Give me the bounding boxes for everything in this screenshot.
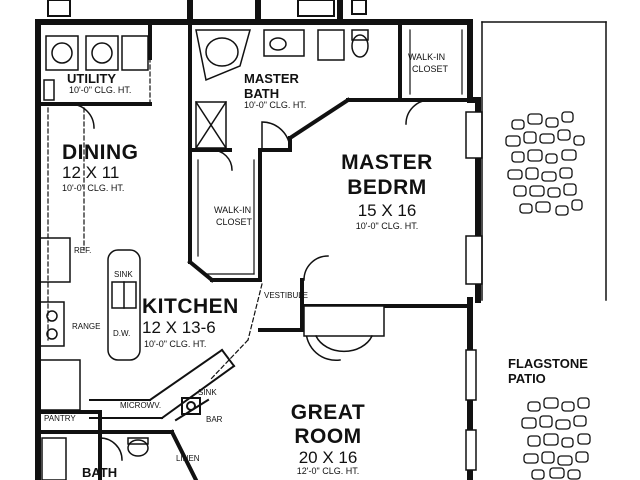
windows xyxy=(303,111,483,471)
linen-label: LINEN xyxy=(176,454,200,463)
master-bath-fixtures xyxy=(194,29,369,150)
kitchen-dimensions: 12 X 13-6 xyxy=(142,318,216,337)
range-label: RANGE xyxy=(72,322,101,331)
dining-label: DINING xyxy=(62,141,139,164)
utility-label: UTILITY xyxy=(67,71,117,86)
walk-in-closet-top-label-2: CLOSET xyxy=(412,64,449,74)
great-room-ceiling: 12'-0" CLG. HT. xyxy=(296,466,360,476)
dishwasher-label: D.W. xyxy=(113,329,131,338)
kitchen-bar xyxy=(89,348,236,422)
bath-fixtures xyxy=(41,437,149,480)
great-room-dimensions: 20 X 16 xyxy=(298,448,358,467)
refrigerator-label: REF. xyxy=(74,246,92,255)
walk-in-closet-top-label-1: WALK-IN xyxy=(408,52,446,62)
pantry-label: PANTRY xyxy=(44,414,76,423)
vestibule-label: VESTIBULE xyxy=(264,291,309,300)
interior-walls xyxy=(36,20,472,480)
dining-dimensions: 12 X 11 xyxy=(62,163,120,182)
master-bath-label-2: BATH xyxy=(244,86,280,101)
bar-sink-label: SINK xyxy=(198,388,217,397)
bath-label: BATH xyxy=(82,465,118,480)
patio-label-2: PATIO xyxy=(508,371,546,386)
microwave-label: MICROWV. xyxy=(120,401,162,410)
walk-in-closet-mid-label-2: CLOSET xyxy=(216,217,253,227)
doors xyxy=(69,99,431,461)
master-bedroom-label-2: BEDRM xyxy=(347,176,427,199)
flagstones xyxy=(505,111,591,480)
patio-label-1: FLAGSTONE xyxy=(508,356,588,371)
utility-ceiling: 10'-0" CLG. HT. xyxy=(69,85,132,95)
great-room-label-2: ROOM xyxy=(294,425,362,448)
great-room-label-1: GREAT xyxy=(290,401,366,424)
dining-ceiling: 10'-0" CLG. HT. xyxy=(62,183,125,193)
bar-label: BAR xyxy=(206,415,223,424)
utility-fixtures xyxy=(43,35,149,101)
master-bedroom-ceiling: 10'-0" CLG. HT. xyxy=(355,221,419,231)
master-bath-ceiling: 10'-0" CLG. HT. xyxy=(244,100,307,110)
kitchen-fixtures xyxy=(39,237,141,411)
master-bedroom-dimensions: 15 X 16 xyxy=(357,201,417,220)
master-bedroom-label-1: MASTER xyxy=(341,151,433,174)
kitchen-label: KITCHEN xyxy=(142,295,239,318)
walk-in-closet-mid-label-1: WALK-IN xyxy=(214,205,252,215)
patio-edge xyxy=(481,21,607,301)
kitchen-sink-label: SINK xyxy=(114,270,133,279)
master-bath-label-1: MASTER xyxy=(244,71,299,86)
kitchen-ceiling: 10'-0" CLG. HT. xyxy=(144,339,207,349)
